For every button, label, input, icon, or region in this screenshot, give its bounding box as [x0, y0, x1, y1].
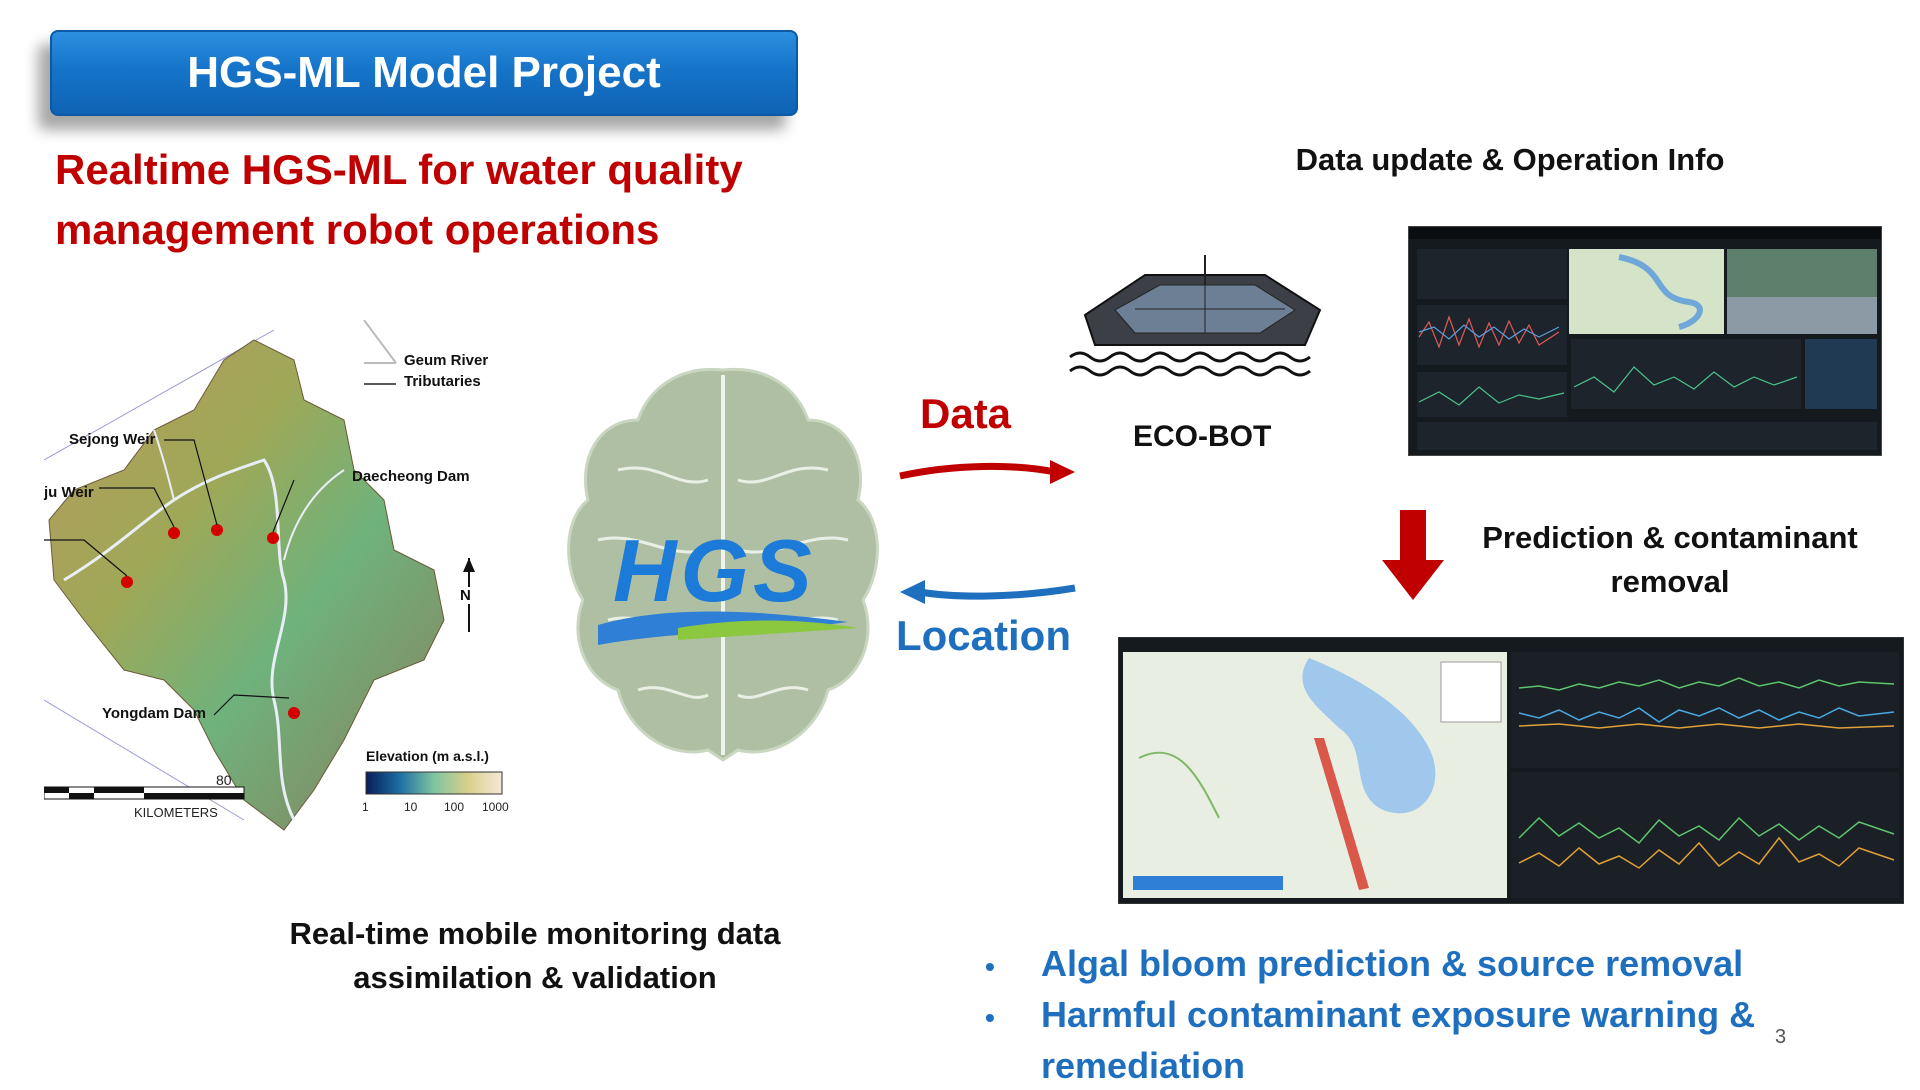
prediction-heading-line-1: Prediction & contaminant	[1482, 520, 1858, 555]
elevation-tick-100: 100	[444, 800, 465, 814]
bullet-icon: •	[985, 1002, 995, 1033]
yongdam-dam-marker	[288, 707, 300, 719]
bullet-text-3: remediation	[1041, 1045, 1246, 1086]
monitoring-caption-line-2: assimilation & validation	[353, 960, 717, 995]
daecheong-dam-marker	[267, 532, 279, 544]
weir-marker	[211, 524, 223, 536]
prediction-dashboard-graphics	[1123, 652, 1899, 898]
sejong-weir-marker	[168, 527, 180, 539]
prediction-heading-line-2: removal	[1610, 564, 1730, 599]
bullet-text-2: Harmful contaminant exposure warning &	[1041, 994, 1756, 1035]
prediction-heading: Prediction & contaminant removal	[1460, 516, 1880, 604]
eco-bot-label: ECO-BOT	[1133, 420, 1272, 453]
elevation-tick-1: 1	[362, 800, 369, 814]
prediction-dashboard-screenshot	[1118, 637, 1904, 904]
scale-unit: KILOMETERS	[134, 805, 218, 820]
elevation-tick-10: 10	[404, 800, 418, 814]
label-yongdam-dam: Yongdam Dam	[102, 705, 206, 722]
down-arrow-icon	[1382, 510, 1444, 600]
subtitle-line-2: management robot operations	[55, 206, 660, 253]
bullet-text-1: Algal bloom prediction & source removal	[1041, 943, 1744, 984]
dashboard-graphics	[1409, 227, 1881, 450]
brain-icon	[567, 367, 879, 762]
elevation-title: Elevation (m a.s.l.)	[366, 748, 489, 764]
elevation-tick-1000: 1000	[482, 800, 509, 814]
page-number: 3	[1775, 1026, 1787, 1048]
hgs-brain-logo: HGS	[558, 360, 888, 780]
bullet-item-algal-bloom: • Algal bloom prediction & source removal	[985, 940, 1785, 991]
legend-tributaries: Tributaries	[404, 373, 481, 390]
subtitle: Realtime HGS-ML for water quality manage…	[55, 140, 855, 260]
legend-geum-river: Geum River	[404, 352, 489, 369]
bullet-item-contaminant-continued: remediation	[985, 1042, 1785, 1090]
geum-river-map: Geum River Tributaries Sejong Weir Daech…	[43, 319, 514, 840]
operation-dashboard-screenshot	[1408, 226, 1882, 456]
gongju-weir-marker	[121, 576, 133, 588]
label-sejong-weir: Sejong Weir	[69, 431, 156, 448]
subtitle-line-1: Realtime HGS-ML for water quality	[55, 146, 743, 193]
monitoring-caption: Real-time mobile monitoring data assimil…	[255, 912, 815, 1000]
scale-value: 80	[216, 772, 232, 788]
bullet-icon: •	[985, 951, 995, 982]
data-arrow-label: Data	[920, 390, 1012, 437]
location-arrow-icon	[900, 580, 1076, 604]
monitoring-caption-line-1: Real-time mobile monitoring data	[289, 916, 781, 951]
label-daecheong-dam: Daecheong Dam	[352, 468, 470, 485]
outcome-bullet-list: • Algal bloom prediction & source removal…	[985, 940, 1785, 1090]
north-arrow-label: N	[460, 587, 471, 604]
label-gongju-weir: ju Weir	[44, 484, 94, 501]
data-update-heading: Data update & Operation Info	[1295, 142, 1725, 177]
location-arrow-label: Location	[896, 612, 1071, 659]
terrain-map-image	[43, 319, 503, 831]
data-arrow-icon	[899, 460, 1075, 484]
eco-bot-robot-image	[1069, 255, 1322, 377]
title-banner: HGS-ML Model Project	[50, 30, 798, 116]
hgs-logo-text: HGS	[613, 521, 816, 620]
bullet-item-contaminant: • Harmful contaminant exposure warning &	[985, 991, 1785, 1042]
banner-title: HGS-ML Model Project	[187, 48, 661, 97]
